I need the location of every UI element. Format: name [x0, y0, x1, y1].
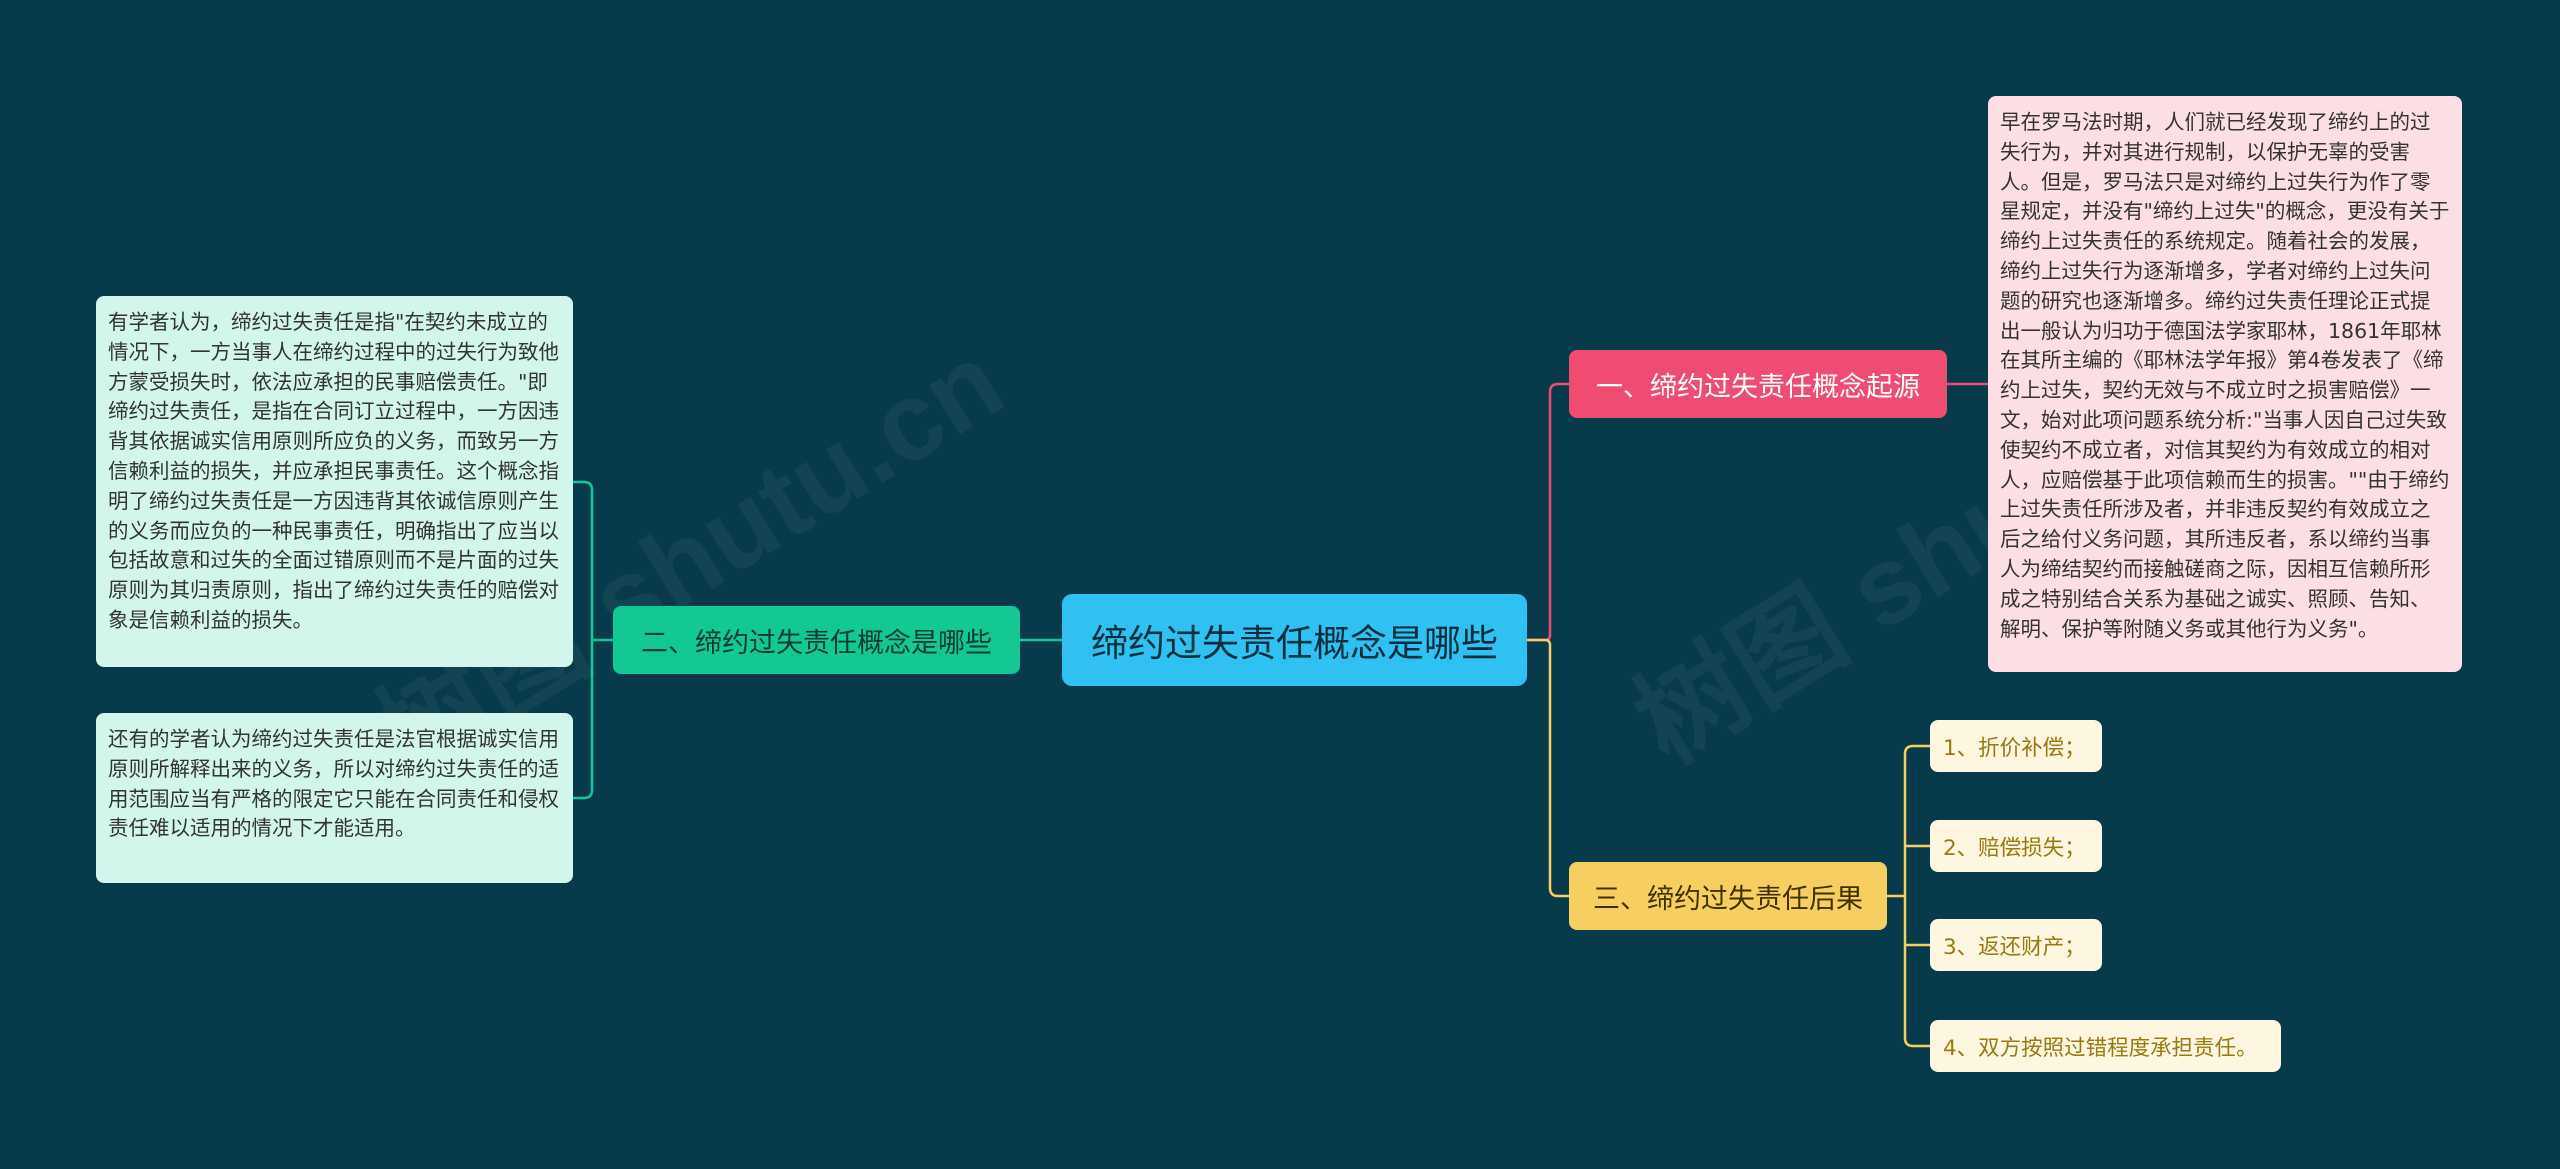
- branch-topic-origin[interactable]: 一、缔约过失责任概念起源: [1569, 350, 1947, 418]
- branch-topic-concept[interactable]: 二、缔约过失责任概念是哪些: [613, 606, 1020, 674]
- consequence-item-2[interactable]: 2、赔偿损失；: [1930, 820, 2102, 872]
- connector-center-branch3: [1527, 638, 1569, 898]
- concept-detail-text-1[interactable]: 有学者认为，缔约过失责任是指"在契约未成立的情况下，一方当事人在缔约过程中的过失…: [96, 296, 573, 667]
- consequence-item-3[interactable]: 3、返还财产；: [1930, 919, 2102, 971]
- concept-detail-text-2[interactable]: 还有的学者认为缔约过失责任是法官根据诚实信用原则所解释出来的义务，所以对缔约过失…: [96, 713, 573, 883]
- central-topic[interactable]: 缔约过失责任概念是哪些: [1062, 594, 1527, 686]
- branch-topic-consequences[interactable]: 三、缔约过失责任后果: [1569, 862, 1887, 930]
- connector-center-branch1: [1527, 382, 1569, 642]
- consequence-item-4[interactable]: 4、双方按照过错程度承担责任。: [1930, 1020, 2281, 1072]
- connector-branch2-texts: [573, 480, 613, 800]
- connector-branch3-leaves: [1887, 744, 1930, 1048]
- consequence-item-1[interactable]: 1、折价补偿；: [1930, 720, 2102, 772]
- origin-detail-text[interactable]: 早在罗马法时期，人们就已经发现了缔约上的过失行为，并对其进行规制，以保护无辜的受…: [1988, 96, 2462, 672]
